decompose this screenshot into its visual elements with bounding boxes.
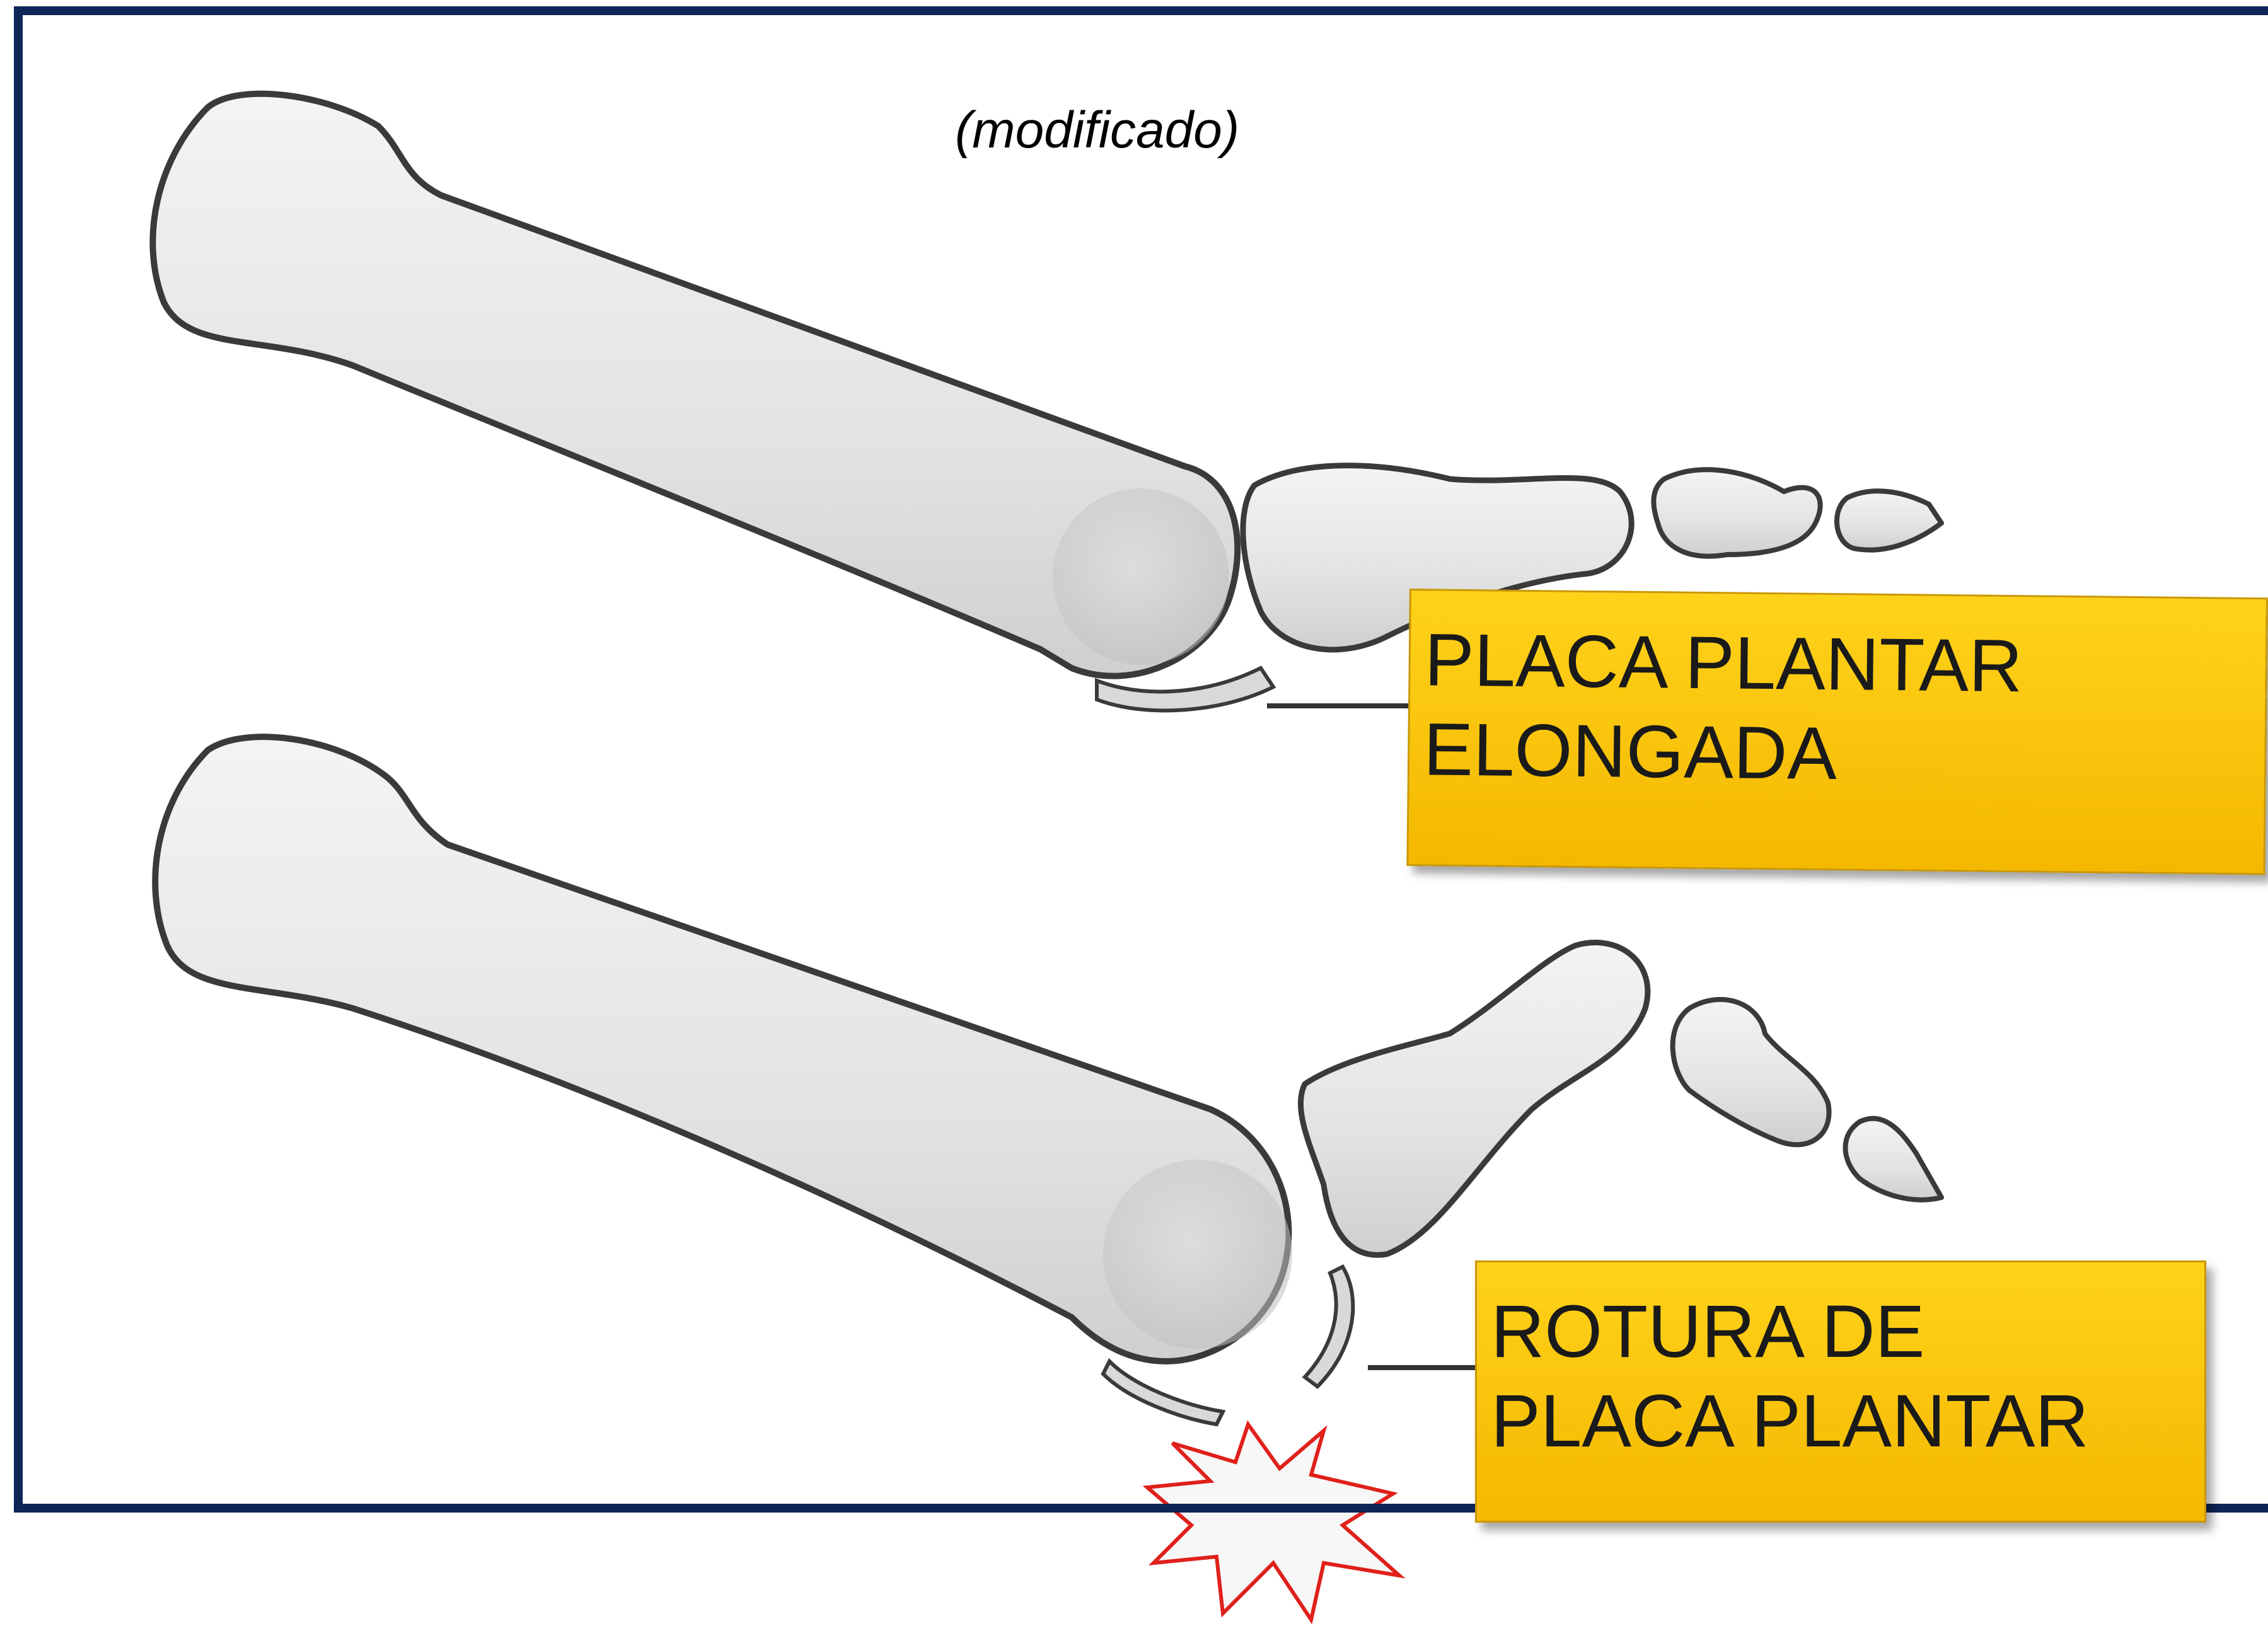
label-ruptured-plantar-plate: ROTURA DE PLACA PLANTAR [1475,1260,2206,1523]
label-bottom-line2: PLACA PLANTAR [1491,1377,2192,1467]
source-caption: (modificado) [955,101,1239,160]
label-bottom-line1: ROTURA DE [1491,1288,2192,1377]
label-top-line2: ELONGADA [1423,705,2252,803]
label-top-line1: PLACA PLANTAR [1424,616,2253,713]
label-elongated-plantar-plate: PLACA PLANTAR ELONGADA [1406,589,2268,875]
